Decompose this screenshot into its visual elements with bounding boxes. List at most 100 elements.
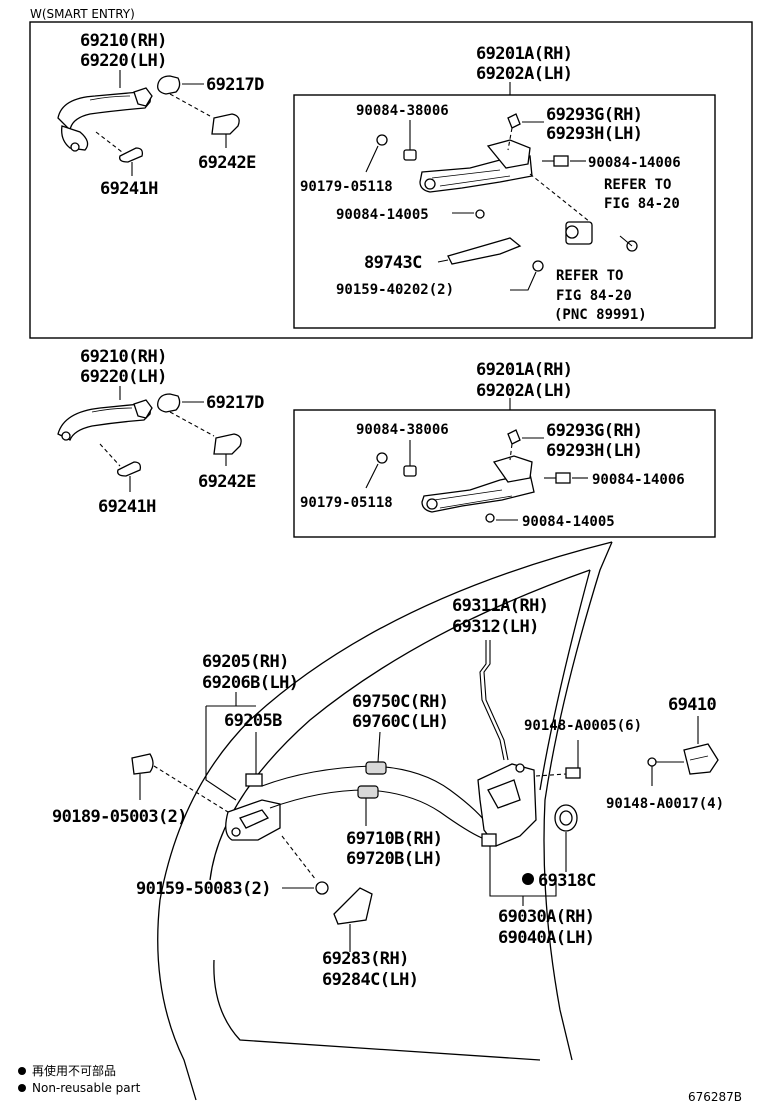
lower-cap-part [157,393,181,413]
upper-cover-dashline [507,127,513,151]
handle-screw-label: 90159-50083(2) [136,879,271,899]
lower-handle-label-rh: 69210(RH) [80,347,167,367]
rod-label-rh: 69311A(RH) [452,596,548,616]
upper-refer-b-line1: REFER TO [556,268,623,284]
lock-screw-dashline [535,773,567,777]
upper-screw-a-part [553,155,569,167]
lock-screw-part [565,767,581,779]
bezel-label: 69205B [224,711,282,731]
upper-bolt-a-part [403,149,417,161]
upper-screw-b-part [475,209,485,219]
handle-screw-dashline [281,835,317,881]
seal-part-hole [559,810,573,826]
figure-code: 676287B [688,1090,742,1104]
lower-pad-label: 69241H [98,497,156,517]
upper-refer-b-line2: FIG 84-20 [556,288,632,304]
upper-frame-label-rh: 69201A(RH) [476,44,572,64]
lower-cover-part [507,429,521,445]
lower-inner-box [293,409,716,538]
smart-entry-frame [29,21,753,339]
striker-label: 69410 [668,695,717,715]
upper-bracket-part [447,237,522,265]
lock-cover-part [333,887,373,925]
rod-label-lh: 69312(LH) [452,617,539,637]
upper-gasket-label: 69242E [198,153,256,173]
lock-screw-label: 90148-A0005(6) [524,718,642,734]
lower-handle-label-lh: 69220(LH) [80,367,167,387]
upper-clip-label: 90179-05118 [300,179,393,195]
inside-handle-bracket [205,706,237,801]
upper-cover-part [507,113,521,129]
lower-outside-handle [57,399,153,441]
upper-outside-handle [57,87,153,152]
upper-clip-part [376,134,388,146]
upper-screw-c-part [532,260,544,272]
upper-inner-box [293,94,716,329]
lower-gasket-part [213,433,242,455]
upper-bolt-a-label: 90084-38006 [356,103,449,119]
cable-upper-label-lh: 69760C(LH) [352,712,448,732]
upper-cap-part [157,75,181,95]
lower-screw-a-label: 90084-14006 [592,472,685,488]
lower-clip-part [376,452,388,464]
seal-label: 69318C [538,871,596,891]
upper-cap-label: 69217D [206,75,264,95]
plug-part [131,753,154,775]
lower-screw-b-label: 90084-14005 [522,514,615,530]
non-reusable-marker [522,873,534,885]
legend-bullet-1 [18,1067,26,1075]
lower-pad-part [117,461,142,477]
upper-refer-b-line3: (PNC 89991) [554,307,647,323]
rod-part-edge [483,640,509,761]
cable-upper-leader [377,731,381,763]
upper-screw-c-label: 90159-40202(2) [336,282,454,298]
lower-cap-label: 69217D [206,393,264,413]
upper-screw-b-label: 90084-14005 [336,207,429,223]
upper-lock-cylinder-part [565,221,593,245]
section-title: W(SMART ENTRY) [30,7,135,21]
cable-lower-part [269,789,483,839]
upper-gasket-part [211,113,240,135]
upper-clip-leader [365,145,379,173]
plug-dashline [153,765,229,813]
upper-bracket-leader [437,259,449,263]
lower-clip-label: 90179-05118 [300,495,393,511]
plug-label: 90189-05003(2) [52,807,187,827]
lower-cover-label-lh: 69293H(LH) [546,441,642,461]
cable-lower-label-lh: 69720B(LH) [346,849,442,869]
lower-bolt-a-label: 90084-38006 [356,422,449,438]
upper-handle-label-rh: 69210(RH) [80,31,167,51]
lock-label-lh: 69040A(LH) [498,928,594,948]
inside-handle-label-lh: 69206B(LH) [202,673,298,693]
lower-screw-b-part [485,513,495,523]
legend-item-jp: 再使用不可部品 [32,1063,116,1078]
upper-pad-label: 69241H [100,179,158,199]
lock-label-rh: 69030A(RH) [498,907,594,927]
inside-handle-part [225,799,281,841]
upper-refer-a-line1: REFER TO [604,177,671,193]
lower-screw-a-part [555,472,571,484]
lower-cap-dashline [169,411,215,437]
inside-handle-label-rh: 69205(RH) [202,652,289,672]
upper-bracket-label: 89743C [364,253,422,273]
lower-cover-label-rh: 69293G(RH) [546,421,642,441]
upper-pad-part [119,147,144,163]
rod-part [479,640,505,761]
lower-clip-leader [365,463,379,489]
upper-screw-a-label: 90084-14006 [588,155,681,171]
cable-upper-part [261,765,491,829]
upper-refer-dashline [529,173,591,223]
striker-screw-label: 90148-A0017(4) [606,796,724,812]
upper-handle-label-lh: 69220(LH) [80,51,167,71]
upper-cylinder-screw-shaft [619,235,633,247]
upper-cover-label-lh: 69293H(LH) [546,124,642,144]
upper-refer-a-line2: FIG 84-20 [604,196,680,212]
legend-bullet-2 [18,1084,26,1092]
lower-frame-label-rh: 69201A(RH) [476,360,572,380]
lower-cover-dashline [509,443,513,461]
bezel-part [245,773,263,787]
cable-lower-label-rh: 69710B(RH) [346,829,442,849]
upper-cap-dashline [169,93,211,117]
lower-frame-part [421,455,535,513]
